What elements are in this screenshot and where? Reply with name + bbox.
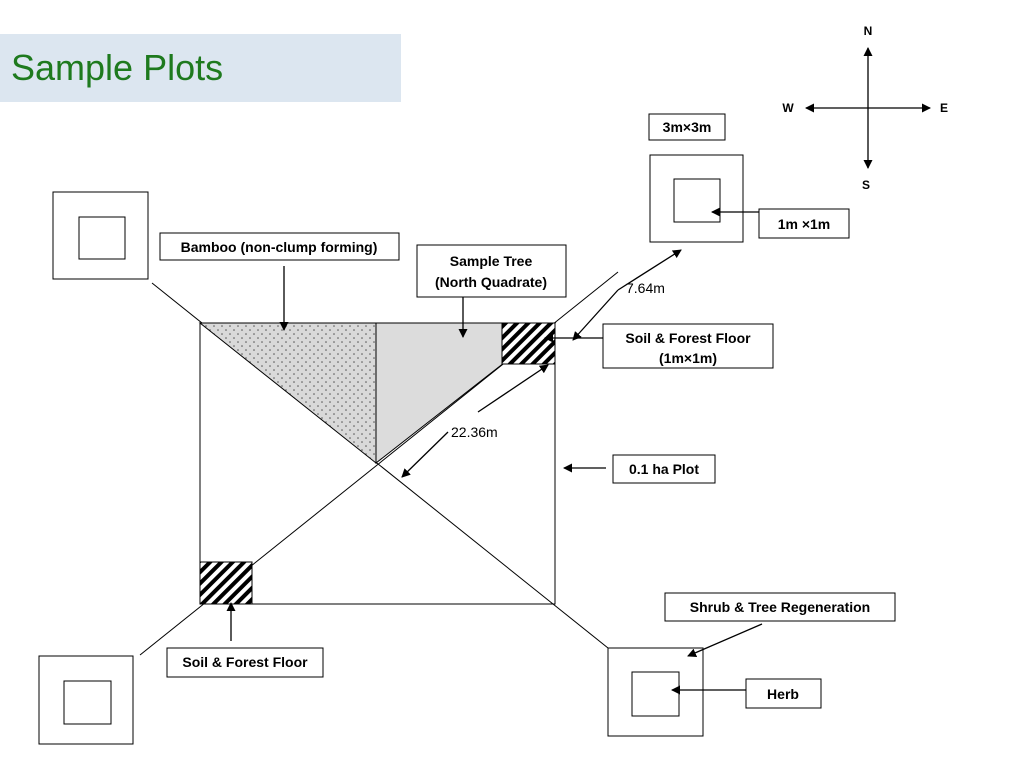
- compass: N S E W: [782, 24, 948, 192]
- callout-soil-forest-floor-line2: (1m×1m): [659, 350, 717, 366]
- callout-3m-box: [648, 113, 726, 141]
- callout-herb-label: Herb: [767, 686, 799, 702]
- callout-bamboo-label: Bamboo (non-clump forming): [181, 239, 378, 255]
- callout-1m-label: 1m ×1m: [778, 216, 831, 232]
- page-title: Sample Plots: [11, 47, 224, 88]
- callout-soil-bottom-label: Soil & Forest Floor: [182, 654, 308, 670]
- compass-west-label: W: [782, 101, 794, 115]
- callout-bamboo-box: [159, 232, 400, 261]
- measure-short-label: 7.64m: [626, 280, 665, 296]
- subplot-se: [607, 647, 704, 737]
- compass-east-label: E: [940, 101, 948, 115]
- measure-long-arrow-down: [401, 431, 449, 478]
- callout-1m-box: [758, 208, 850, 239]
- soil-forest-floor-square-ne: [501, 322, 556, 365]
- callout-herb-box: [745, 678, 822, 709]
- callout-3m-label: 3m×3m: [663, 119, 712, 135]
- callout-soil-forest-floor-box: [602, 323, 774, 369]
- measure-short-arrow-down: [572, 289, 619, 341]
- subplot-sw-inner: [63, 680, 112, 725]
- subplot-sw: [38, 655, 134, 745]
- callout-plot-box: [612, 454, 716, 484]
- callout-sample-tree-box: [416, 244, 567, 298]
- callout-plot-label: 0.1 ha Plot: [629, 461, 699, 477]
- measure-long-arrow-up: [477, 364, 549, 413]
- compass-north-label: N: [864, 24, 873, 38]
- callout-shrub-arrow: [687, 623, 763, 657]
- subplot-ne: [649, 154, 744, 243]
- callout-shrub-label: Shrub & Tree Regeneration: [690, 599, 870, 615]
- callout-sample-tree-line2: (North Quadrate): [435, 274, 547, 290]
- callout-soil-forest-floor-line1: Soil & Forest Floor: [625, 330, 751, 346]
- bamboo-area: [198, 322, 377, 465]
- measure-long-label: 22.36m: [451, 424, 498, 440]
- subplot-nw-inner: [78, 216, 126, 260]
- subplot-ne-inner: [673, 178, 721, 223]
- measure-short-arrow-up: [617, 249, 682, 291]
- compass-south-label: S: [862, 178, 870, 192]
- title-band: [0, 34, 401, 102]
- callout-soil-bottom-box: [166, 647, 324, 678]
- subplot-se-inner: [631, 671, 680, 717]
- callout-sample-tree-line1: Sample Tree: [450, 253, 533, 269]
- callout-shrub-box: [664, 592, 896, 622]
- subplot-nw: [52, 191, 149, 280]
- soil-forest-floor-square-sw: [199, 561, 253, 605]
